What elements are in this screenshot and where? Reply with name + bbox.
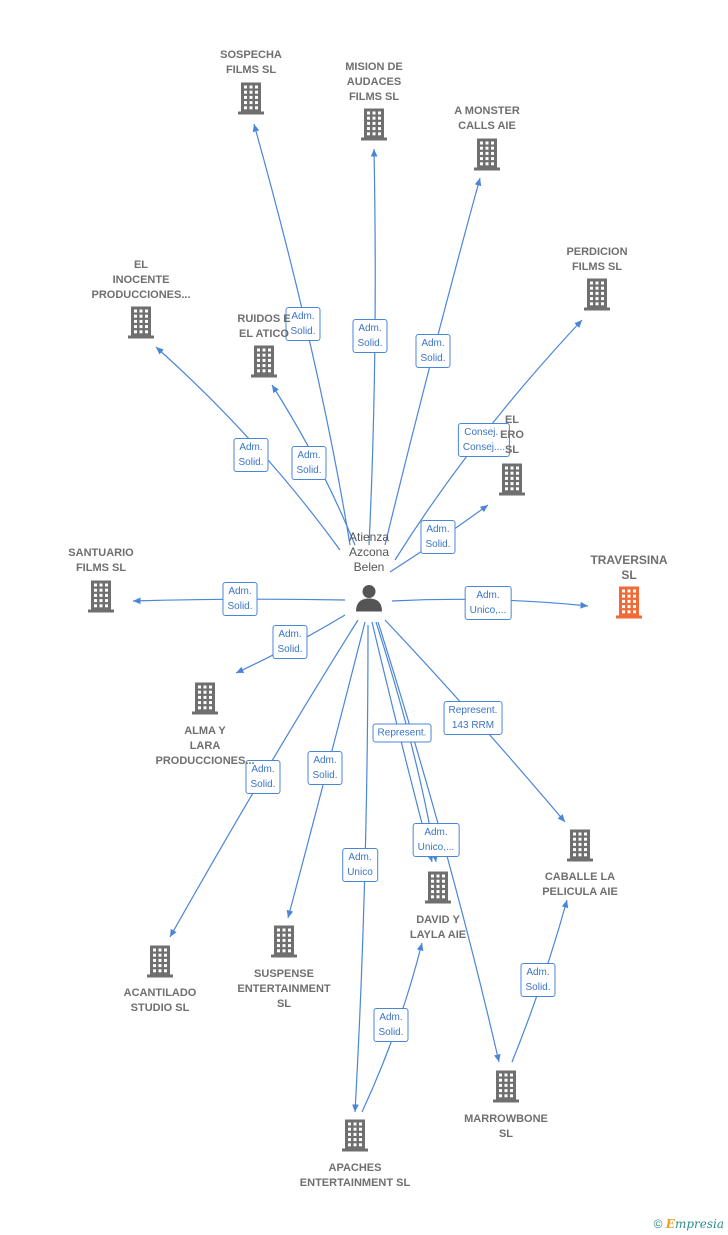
watermark-e: E [665,1217,675,1231]
edge-label-mision[interactable]: Adm. Solid. [352,319,388,353]
company-label-santuario[interactable]: SANTUARIO FILMS SL [68,547,134,574]
edge-label-caballe[interactable]: Represent. 143 RRM [443,701,503,735]
building-icon[interactable] [614,585,644,624]
edge-label-elotro[interactable]: Adm. Solid. [420,520,456,554]
edge-label-alma[interactable]: Adm. Solid. [272,625,308,659]
person-icon[interactable] [354,583,384,618]
company-label-monster[interactable]: A MONSTER CALLS AIE [454,105,520,132]
building-icon[interactable] [472,137,502,176]
company-label-alma[interactable]: ALMA Y LARA PRODUCCIONES... [155,725,255,767]
company-label-caballe[interactable]: CABALLE LA PELICULA AIE [542,871,618,898]
edge-label-apaches[interactable]: Adm. Unico [342,848,378,882]
company-label-david[interactable]: DAVID Y LAYLA AIE [409,914,467,941]
edge-label-david[interactable]: Adm. Unico,... [412,823,460,857]
copyright-symbol: © [653,1217,663,1231]
building-icon[interactable] [359,107,389,146]
building-icon[interactable] [236,81,266,120]
company-label-mision[interactable]: MISION DE AUDACES FILMS SL [345,61,403,103]
edge-label-traversina[interactable]: Adm. Unico,... [464,586,512,620]
empresia-watermark: © Empresia [654,1217,724,1231]
edge-label-sospecha[interactable]: Adm. Solid. [285,307,321,341]
edge-label-david[interactable]: Represent. [372,723,432,743]
building-icon[interactable] [249,344,279,383]
edge-label-ruidos[interactable]: Adm. Solid. [291,446,327,480]
building-icon[interactable] [491,1069,521,1108]
company-label-perdicion[interactable]: PERDICION FILMS SL [566,246,628,273]
building-icon[interactable] [86,579,116,618]
building-icon[interactable] [582,277,612,316]
building-icon[interactable] [145,944,175,983]
building-icon[interactable] [269,924,299,963]
watermark-brand: mpresia [674,1217,724,1231]
edge-label-caballe[interactable]: Adm. Solid. [520,963,556,997]
building-icon[interactable] [190,681,220,720]
company-label-acantilado[interactable]: ACANTILADO STUDIO SL [123,987,197,1014]
edge-label-david[interactable]: Adm. Solid. [373,1008,409,1042]
edge-line-sospecha [252,123,351,546]
edge-label-acantilado[interactable]: Adm. Solid. [245,760,281,794]
edge-label-monster[interactable]: Adm. Solid. [415,334,451,368]
edge-label-perdicion[interactable]: Consej. . Consej.... [457,423,511,457]
edge-label-suspense[interactable]: Adm. Solid. [307,751,343,785]
company-label-traversina[interactable]: TRAVERSINA SL [590,553,668,582]
building-icon[interactable] [565,828,595,867]
building-icon[interactable] [126,305,156,344]
edge-line-mision [368,148,378,546]
person-name[interactable]: Atienza Azcona Belen [348,530,390,574]
company-label-elotro[interactable]: EL ERO SL [500,414,524,456]
company-label-sospecha[interactable]: SOSPECHA FILMS SL [220,49,282,76]
building-icon[interactable] [340,1118,370,1157]
company-label-inocente[interactable]: EL INOCENTE PRODUCCIONES... [91,259,191,301]
company-label-marrowbone[interactable]: MARROWBONE SL [464,1113,548,1140]
edge-label-santuario[interactable]: Adm. Solid. [222,582,258,616]
company-label-suspense[interactable]: SUSPENSE ENTERTAINMENT SL [237,968,331,1010]
building-icon[interactable] [423,870,453,909]
company-label-apaches[interactable]: APACHES ENTERTAINMENT SL [299,1162,411,1189]
company-label-ruidos[interactable]: RUIDOS E EL ATICO [237,313,291,340]
building-icon[interactable] [497,462,527,501]
edge-label-inocente[interactable]: Adm. Solid. [233,438,269,472]
